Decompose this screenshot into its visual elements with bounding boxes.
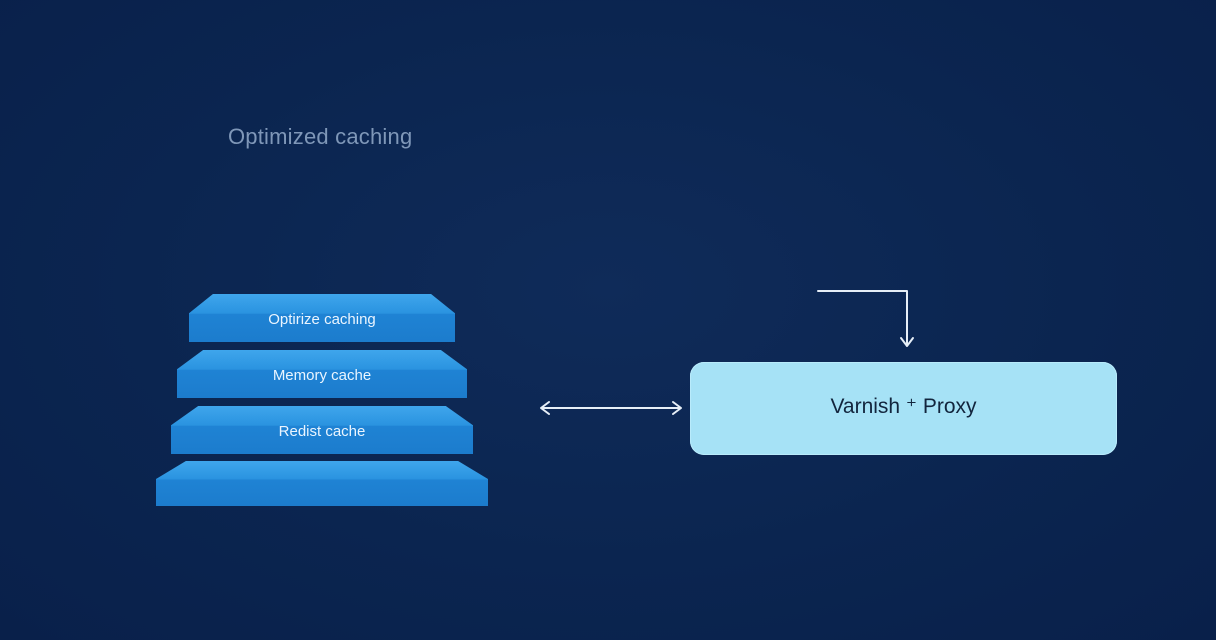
varnish-proxy-label: Varnish ⁺ Proxy: [830, 395, 977, 418]
elbow-arrow-line: [817, 290, 908, 346]
elbow-arrow: [817, 290, 914, 347]
arrowhead-left: [540, 401, 550, 415]
varnish-proxy-node: Varnish ⁺ Proxy: [690, 362, 1117, 455]
diagram-title: Optimized caching: [228, 124, 413, 149]
arrowhead-right: [672, 401, 682, 415]
arrowhead-down: [900, 337, 914, 347]
bidirectional-arrow: [540, 401, 682, 415]
